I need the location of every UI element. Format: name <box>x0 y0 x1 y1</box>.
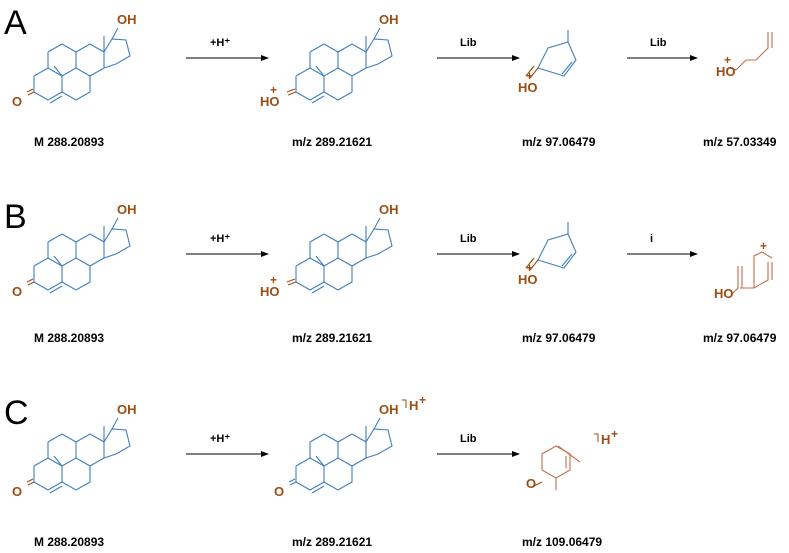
arrow-label: Lib <box>460 233 477 245</box>
carbonyl-oxygen-label: O <box>12 94 22 109</box>
protonated-oxygen-label: HO <box>518 80 538 95</box>
arrow-label: Lib <box>650 37 667 49</box>
charge-label: + <box>526 69 533 83</box>
proton-label: H <box>409 398 418 413</box>
charge-label: + <box>419 393 426 407</box>
mass-label: m/z 289.21621 <box>292 135 372 149</box>
charge-label: + <box>724 53 731 67</box>
charge-label: + <box>760 239 767 253</box>
protonated-oxygen-label: HO <box>260 284 280 299</box>
cyclohexenone-fragment: O H + <box>526 427 618 491</box>
panel-label-b: B <box>4 198 27 236</box>
protonated-steroid-structure: HO + OH <box>260 12 399 109</box>
carbonyl-oxygen-label: O <box>526 476 536 491</box>
protonated-steroid-structure: HO + OH <box>260 202 399 299</box>
hydroxyl-label: OH <box>379 402 399 417</box>
cyclopentenyl-fragment: HO + <box>518 221 577 287</box>
arrow-label: Lib <box>460 433 477 445</box>
hydroxyl-label: HO <box>714 286 734 301</box>
hydroxyl-label: OH <box>117 402 137 417</box>
protonated-oxygen-label: HO <box>260 94 280 109</box>
mass-label: m/z 289.21621 <box>292 331 372 345</box>
arrow-label: i <box>650 233 653 245</box>
panel-label-a: A <box>4 4 27 42</box>
carbonyl-oxygen-label: O <box>274 484 284 499</box>
protonated-oxygen-label: HO <box>716 64 736 79</box>
mass-label: M 288.20893 <box>34 535 104 549</box>
charge-label: + <box>611 427 618 441</box>
arrow-label: Lib <box>460 37 477 49</box>
enol-fragment: HO + <box>716 32 773 79</box>
ring-opened-fragment: HO + <box>714 239 773 301</box>
mass-label: m/z 97.06479 <box>522 331 596 345</box>
mass-label: M 288.20893 <box>34 135 104 149</box>
arrow-label: +H⁺ <box>210 233 230 245</box>
arrow-label: +H⁺ <box>210 37 230 49</box>
row-a: A O OH +H⁺ HO + OH Lib HO + <box>4 4 777 149</box>
carbonyl-oxygen-label: O <box>12 284 22 299</box>
mass-label: m/z 97.06479 <box>522 135 596 149</box>
arrow-label: +H⁺ <box>210 433 230 445</box>
mass-label: m/z 109.06479 <box>522 535 602 549</box>
mass-label: m/z 289.21621 <box>292 535 372 549</box>
mass-label: M 288.20893 <box>34 331 104 345</box>
steroid-structure: O OH <box>12 12 137 109</box>
cyclopentenyl-fragment: HO + <box>518 29 577 95</box>
row-b: B O OH +H⁺ HO + OH Lib HO + i <box>4 198 777 345</box>
mass-label: m/z 57.03349 <box>703 135 777 149</box>
hydroxyl-label: OH <box>117 12 137 27</box>
carbonyl-oxygen-label: O <box>12 484 22 499</box>
protonated-steroid-structure: O OH H + <box>274 393 426 499</box>
charge-label: + <box>526 261 533 275</box>
hydroxyl-label: OH <box>379 202 399 217</box>
charge-label: + <box>270 83 277 97</box>
proton-label: H <box>601 432 610 447</box>
row-c: C O OH +H⁺ O OH H + Lib <box>4 393 618 549</box>
protonated-oxygen-label: HO <box>518 272 538 287</box>
steroid-structure: O OH <box>12 402 137 499</box>
panel-label-c: C <box>4 394 29 432</box>
mass-label: m/z 97.06479 <box>703 331 777 345</box>
hydroxyl-label: OH <box>117 202 137 217</box>
hydroxyl-label: OH <box>379 12 399 27</box>
charge-label: + <box>270 273 277 287</box>
steroid-structure: O OH <box>12 202 137 299</box>
